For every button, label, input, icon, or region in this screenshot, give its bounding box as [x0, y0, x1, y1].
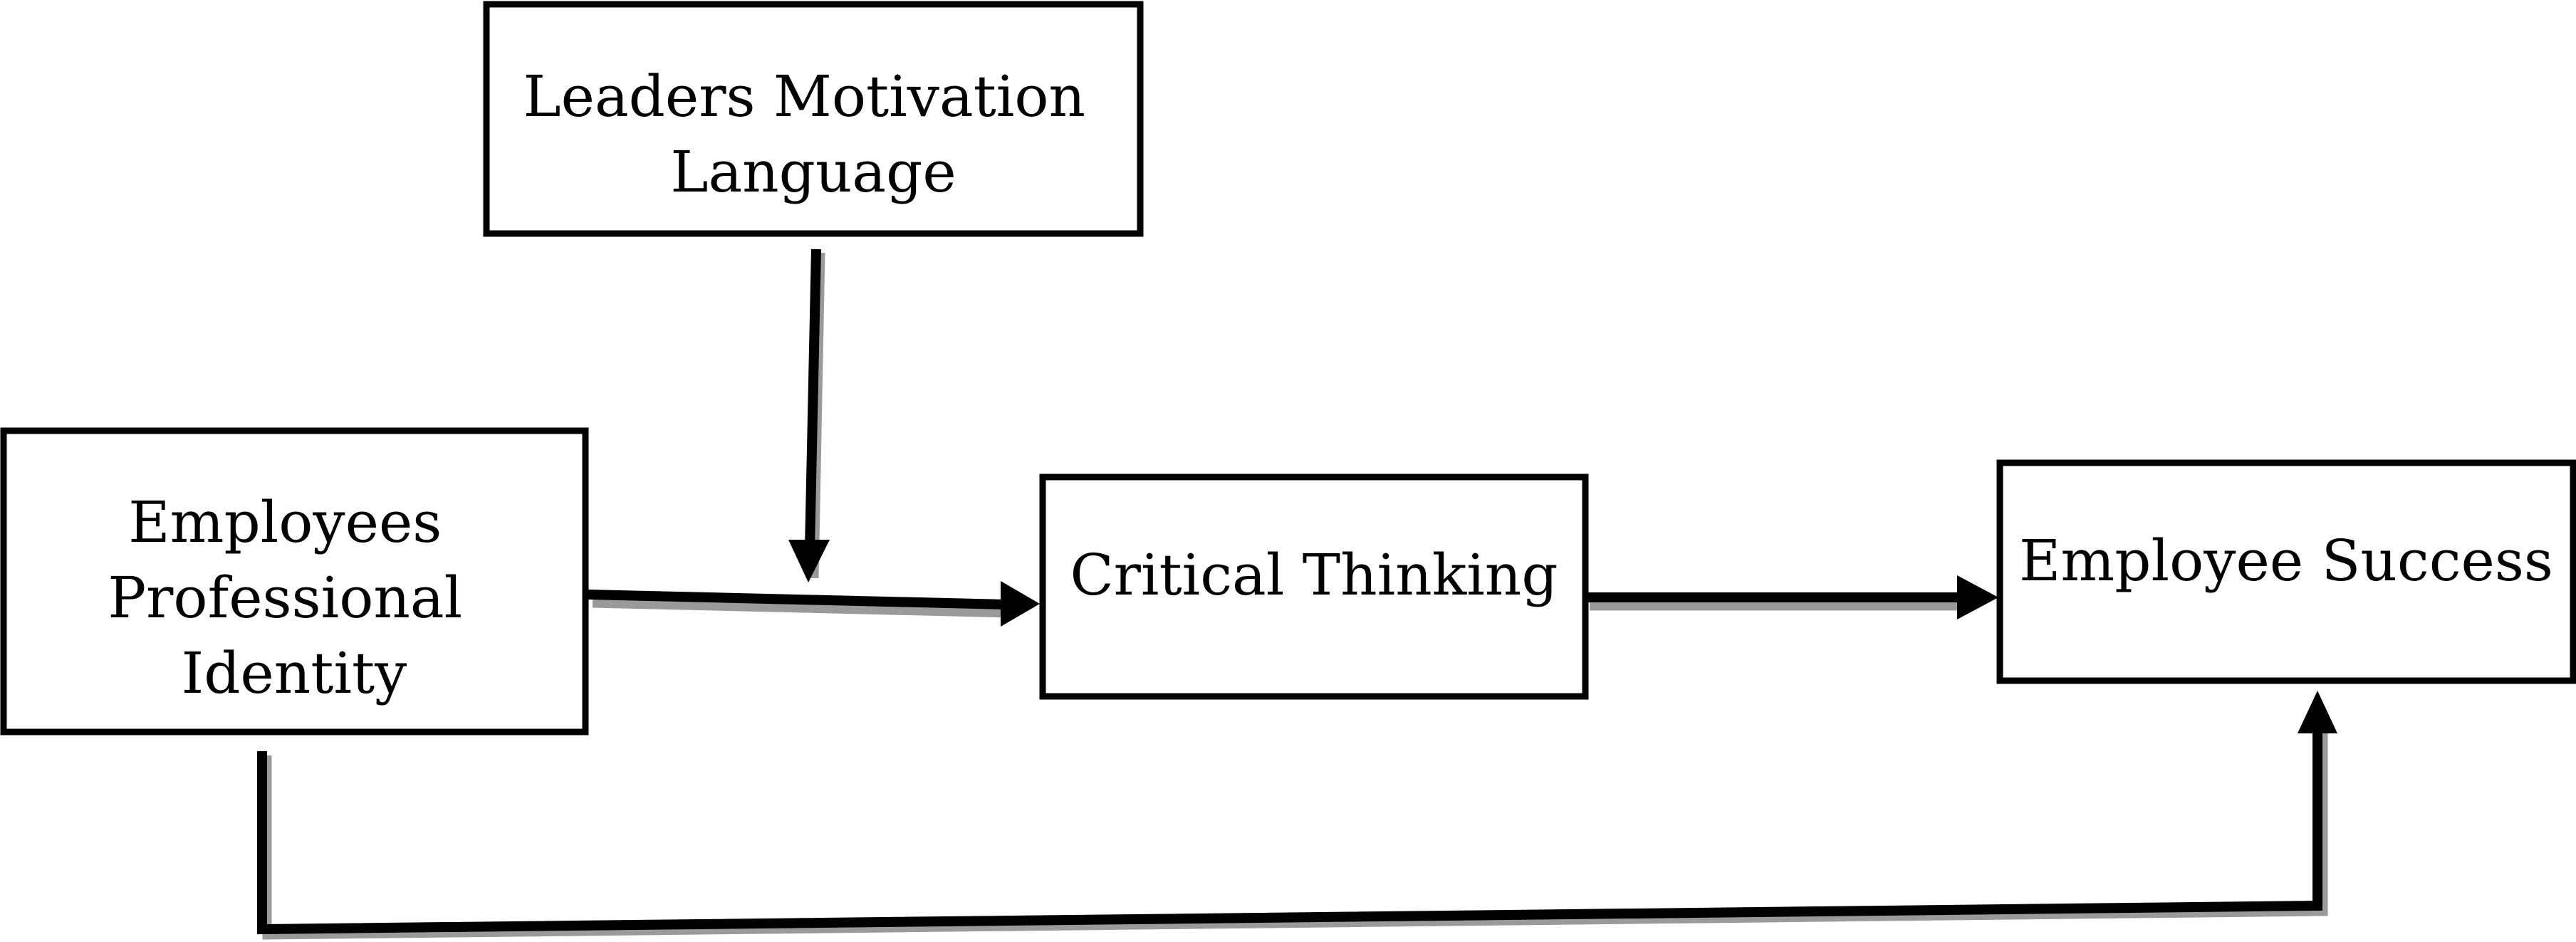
node-identity-label: Employees Professional Identity: [108, 489, 480, 706]
node-leaders-label-line-2: Language: [670, 139, 956, 205]
arrow-identity-to-success: [257, 691, 2337, 935]
node-employees-professional-identity: Employees Professional Identity: [0, 427, 589, 736]
arrow-identity-to-thinking-head: [1001, 581, 1040, 627]
node-leaders-label: Leaders Motivation Language: [523, 63, 1103, 205]
node-critical-thinking: Critical Thinking: [1039, 473, 1589, 700]
node-identity-label-line-2: Professional: [108, 565, 462, 631]
arrow-leaders-moderation-line: [805, 248, 821, 549]
node-success-label-line-1: Employee Success: [2019, 528, 2553, 594]
node-thinking-box: [1039, 473, 1589, 700]
node-identity-label-line-3: Identity: [182, 640, 407, 706]
arrow-identity-to-success-head: [2298, 691, 2337, 733]
shadow-identity-to-success: [262, 723, 2328, 940]
arrow-identity-to-thinking-line: [587, 590, 1008, 609]
node-leaders-box: [483, 1, 1144, 237]
node-thinking-label: Critical Thinking: [1070, 542, 1558, 608]
arrow-leaders-moderation: [788, 248, 830, 582]
node-thinking-label-line-1: Critical Thinking: [1070, 542, 1558, 608]
node-success-box: [1996, 459, 2576, 684]
node-success-label: Employee Success: [2019, 528, 2553, 594]
arrow-identity-to-thinking: [587, 581, 1040, 627]
node-leaders-label-line-1: Leaders Motivation: [523, 63, 1085, 130]
node-employee-success: Employee Success: [1996, 459, 2576, 684]
node-identity-label-line-1: Employees: [128, 489, 442, 555]
node-identity-box: [0, 427, 589, 736]
arrow-thinking-to-success: [1585, 575, 1998, 619]
shadow-identity-to-thinking: [592, 598, 1012, 618]
node-leaders-motivation-language: Leaders Motivation Language: [483, 1, 1144, 237]
arrow-thinking-to-success-head: [1957, 575, 1998, 619]
arrow-leaders-moderation-head: [788, 540, 830, 582]
arrow-identity-to-success-line: [257, 726, 2322, 935]
